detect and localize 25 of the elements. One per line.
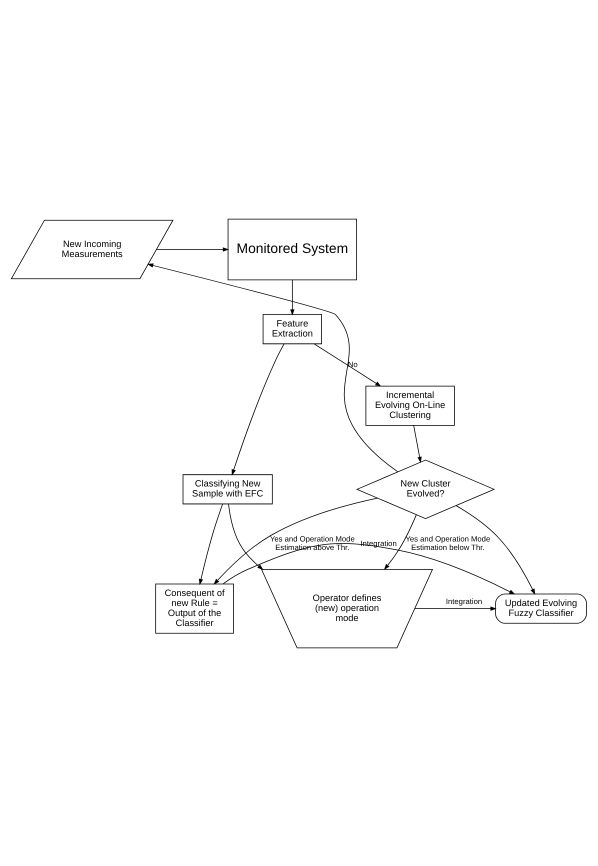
arrow — [214, 497, 378, 584]
node-diamond: New Cluster Evolved? — [356, 459, 496, 518]
edge-label: Integration — [446, 596, 482, 606]
node-box: Monitored System — [228, 218, 358, 280]
edge-label: Yes and Operation Mode Estimation below Thr. — [405, 534, 490, 552]
arrow — [232, 342, 285, 476]
arrow — [413, 424, 422, 463]
node-box: Updated Evolving Fuzzy Classifier — [495, 593, 587, 624]
node-box: Classifying New Sample with EFC — [182, 474, 273, 504]
arrow — [147, 262, 398, 472]
edge-label: No — [348, 359, 358, 368]
node-box: Incremental Evolving On-Line Clustering — [365, 385, 455, 426]
node-box: Feature Extraction — [262, 314, 322, 344]
arrow — [156, 246, 230, 252]
arrow — [414, 606, 497, 610]
arrow — [290, 279, 294, 316]
edge-label: Yes and Operation Mode Estimation above Thr. — [270, 534, 355, 552]
edge-label: Integration — [360, 538, 397, 548]
arrow — [228, 503, 264, 570]
node-box: Consequent of new Rule = Output of the Classifier — [155, 583, 234, 634]
arrow — [384, 514, 417, 570]
arrow — [222, 542, 516, 594]
arrow — [198, 503, 223, 585]
arrow — [456, 504, 536, 594]
arrow — [314, 343, 382, 386]
